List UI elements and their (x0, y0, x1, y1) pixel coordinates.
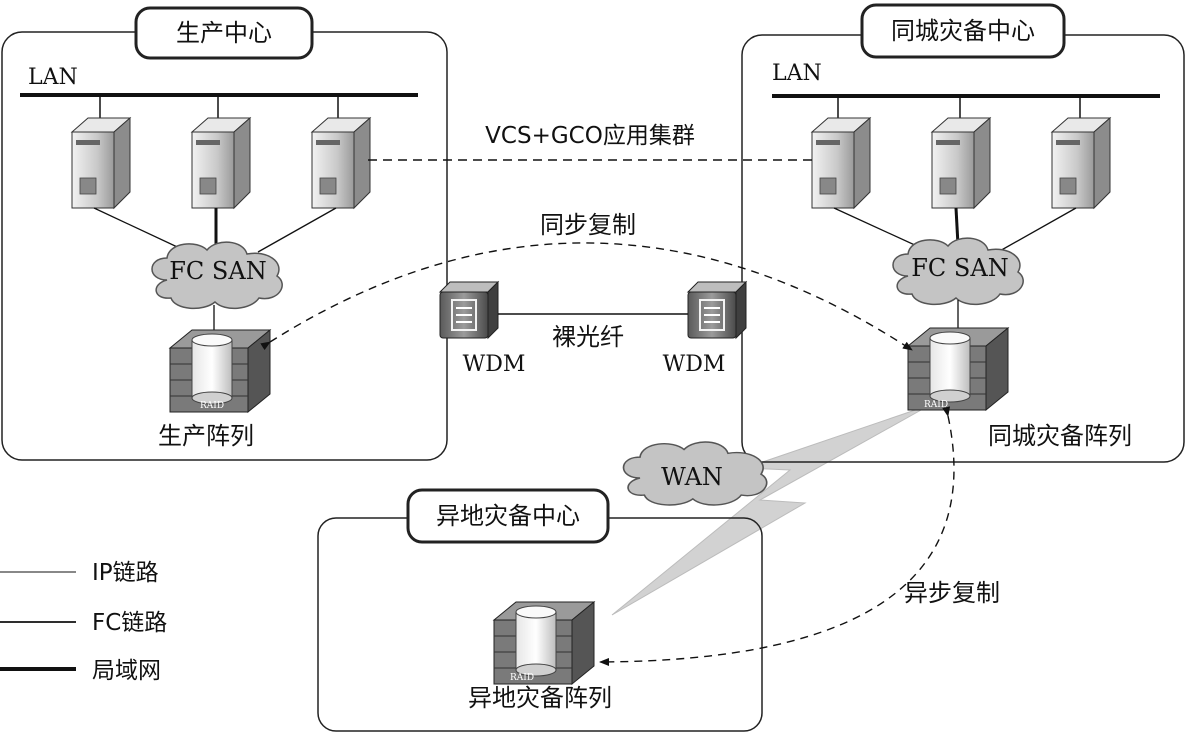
production-server-3 (311, 117, 371, 209)
remote-dr-title: 异地灾备中心 (436, 502, 580, 530)
local-dr-title: 同城灾备中心 (891, 17, 1035, 45)
local-dr-fc-san-label: FC SAN (911, 254, 1008, 282)
production-lan-label: LAN (28, 65, 78, 90)
sync-replication-arc (260, 242, 913, 351)
remote-dr-array-label: 异地灾备阵列 (468, 684, 612, 712)
fiber-label: 裸光纤 (552, 323, 624, 351)
local-dr-server-1 (811, 117, 871, 209)
wdm-right-device (687, 281, 747, 339)
legend-ip-label: IP链路 (92, 560, 159, 586)
wdm-left-label: WDM (463, 352, 526, 377)
remote-dr-title-box: 异地灾备中心 (406, 488, 610, 544)
production-raid-array (169, 329, 271, 413)
legend: IP链路 FC链路 局域网 (0, 560, 167, 684)
legend-lan-label: 局域网 (92, 658, 161, 684)
wdm-right-label: WDM (663, 352, 726, 377)
production-array-label: 生产阵列 (158, 422, 254, 450)
production-server-2 (191, 117, 251, 209)
local-dr-server-3 (1051, 117, 1111, 209)
local-dr-raid-array (907, 327, 1009, 411)
local-dr-array-label: 同城灾备阵列 (988, 422, 1132, 450)
cluster-label: VCS+GCO应用集群 (485, 123, 695, 149)
local-dr-lan-label: LAN (772, 61, 822, 86)
remote-dr-raid-array (493, 601, 595, 685)
wdm-left-device (439, 281, 499, 339)
production-raid-text: RAID (200, 401, 224, 411)
local-dr-title-box: 同城灾备中心 (860, 3, 1066, 59)
production-title: 生产中心 (176, 19, 272, 47)
wan-lightning (611, 404, 931, 616)
local-dr-server-2 (931, 117, 991, 209)
production-fc-san-label: FC SAN (169, 257, 266, 285)
sync-label: 同步复制 (540, 211, 636, 239)
async-label: 异步复制 (904, 579, 1000, 607)
remote-dr-raid-text: RAID (510, 673, 534, 683)
local-dr-raid-text: RAID (924, 400, 948, 410)
wan-label: WAN (661, 463, 723, 491)
legend-fc-label: FC链路 (92, 610, 167, 636)
async-replication-arc (599, 406, 955, 666)
production-title-box: 生产中心 (134, 6, 314, 60)
production-server-1 (71, 117, 131, 209)
